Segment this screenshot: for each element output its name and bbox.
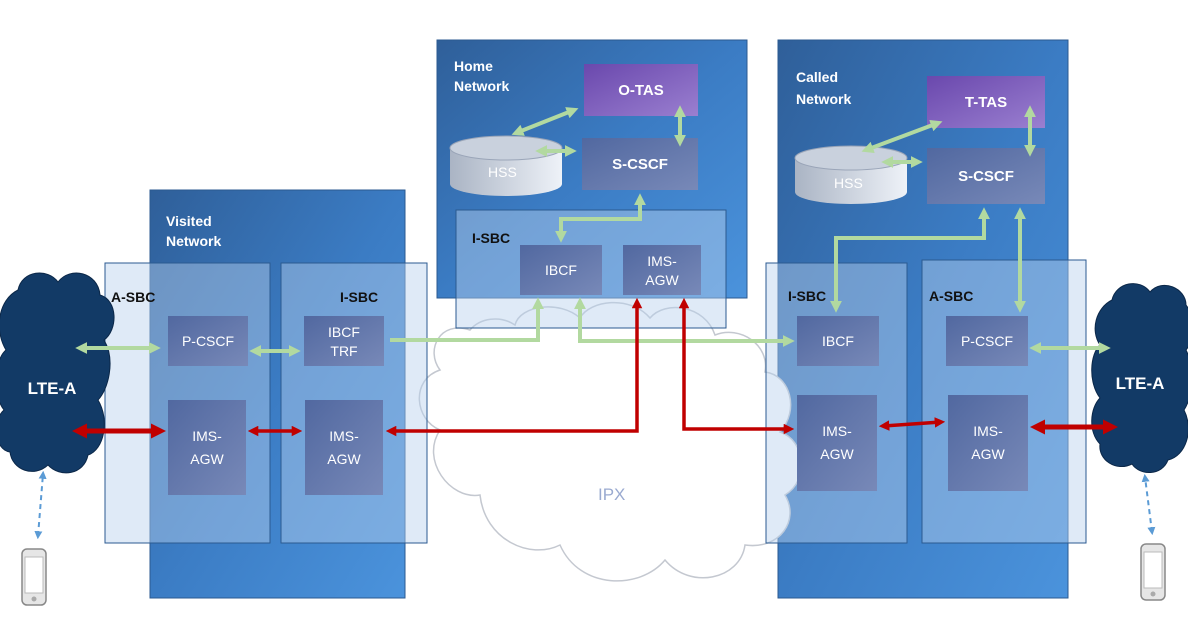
s-cscf-called-label: S-CSCF: [958, 168, 1014, 185]
sig-hss-otas: [511, 107, 579, 136]
hss-home-label: HSS: [488, 164, 517, 180]
phone-icon-left: [21, 548, 47, 606]
p-cscf-right-label: P-CSCF: [961, 333, 1013, 349]
hss-called: HSS: [794, 145, 908, 204]
a-sbc-right-label: A-SBC: [929, 288, 973, 304]
visited-network-title-1: Visited: [166, 213, 212, 229]
p-cscf-right-node: P-CSCF: [946, 316, 1028, 366]
media-agw-home-agw-called: [678, 297, 795, 435]
ipx-label: IPX: [598, 485, 625, 504]
media-agw-vis-agw-home: [385, 297, 643, 437]
ims-agw-visited-node: IMS- AGW: [305, 400, 383, 495]
t-tas-label: T-TAS: [965, 94, 1007, 111]
ims-agw-left-label-1: IMS-: [192, 428, 222, 444]
hss-called-label: HSS: [834, 175, 863, 191]
lte-right-label: LTE-A: [1116, 374, 1165, 393]
ibcf-trf-label-2: TRF: [330, 343, 357, 359]
ims-agw-home-label-1: IMS-: [647, 253, 677, 269]
t-tas-node: T-TAS: [927, 76, 1045, 128]
home-network-title-1: Home: [454, 58, 493, 74]
ibcf-home-node: IBCF: [520, 245, 602, 295]
called-network-title-2: Network: [796, 91, 851, 107]
o-tas-label: O-TAS: [618, 82, 664, 99]
ims-agw-called-node: IMS- AGW: [797, 395, 877, 491]
ibcf-trf-node: IBCF TRF: [304, 316, 384, 366]
ims-agw-right-label-1: IMS-: [973, 423, 1003, 439]
phone-link-left: [34, 470, 47, 540]
lte-cloud-right: LTE-A: [1091, 283, 1188, 473]
ims-agw-called-label-2: AGW: [820, 446, 854, 462]
i-sbc-home-label: I-SBC: [472, 230, 510, 246]
i-sbc-visited-label: I-SBC: [340, 289, 378, 305]
ims-agw-called-label-1: IMS-: [822, 423, 852, 439]
hss-home: HSS: [449, 135, 563, 196]
p-cscf-left-node: P-CSCF: [168, 316, 248, 366]
a-sbc-left-label: A-SBC: [111, 289, 155, 305]
ibcf-called-label: IBCF: [822, 333, 854, 349]
phone-icon-right: [1140, 543, 1166, 601]
visited-network-title-2: Network: [166, 233, 221, 249]
sig-hss-ttas: [861, 119, 943, 154]
ims-agw-left-node: IMS- AGW: [168, 400, 246, 495]
lte-left-label: LTE-A: [28, 379, 77, 398]
ims-agw-right-label-2: AGW: [971, 446, 1005, 462]
s-cscf-home-node: S-CSCF: [582, 138, 698, 190]
visited-network: Visited Network: [149, 189, 406, 599]
lte-cloud-left: LTE-A: [0, 272, 115, 474]
ims-agw-home-label-2: AGW: [645, 272, 679, 288]
ims-agw-left-label-2: AGW: [190, 451, 224, 467]
p-cscf-left-label: P-CSCF: [182, 333, 234, 349]
sig-ibcf-home-scscf: [555, 193, 646, 243]
ibcf-called-node: IBCF: [797, 316, 879, 366]
ims-agw-visited-label-1: IMS-: [329, 428, 359, 444]
o-tas-node: O-TAS: [584, 64, 698, 116]
ims-agw-home-node: IMS- AGW: [623, 245, 701, 295]
s-cscf-called-node: S-CSCF: [927, 148, 1045, 204]
ibcf-trf-label-1: IBCF: [328, 324, 360, 340]
ims-agw-right-node: IMS- AGW: [948, 395, 1028, 491]
called-network-title-1: Called: [796, 69, 838, 85]
ims-agw-visited-label-2: AGW: [327, 451, 361, 467]
i-sbc-called-label: I-SBC: [788, 288, 826, 304]
sig-scscf-ibcf-called: [830, 207, 990, 313]
home-network-title-2: Network: [454, 78, 509, 94]
ibcf-home-label: IBCF: [545, 262, 577, 278]
phone-link-right: [1141, 473, 1156, 536]
media-agw-called-agw-right: [878, 417, 946, 431]
ipx-cloud: IPX: [418, 301, 802, 582]
media-links: [72, 297, 1118, 439]
s-cscf-home-label: S-CSCF: [612, 156, 668, 173]
